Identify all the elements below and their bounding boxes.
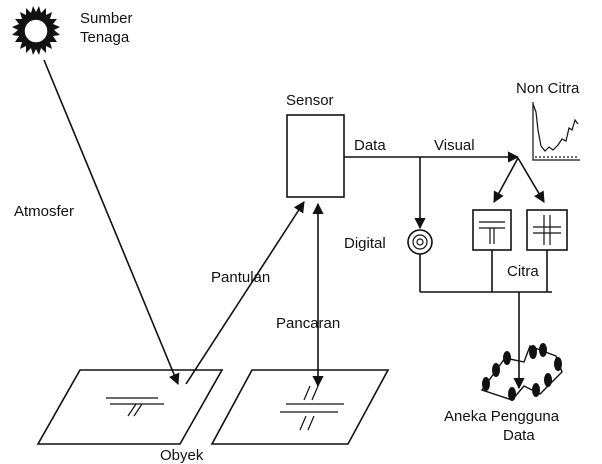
sensor-box (287, 115, 344, 197)
sensor-label: Sensor (286, 92, 334, 109)
energy-source-label-line1: Sumber (80, 10, 133, 27)
users-label-line2: Data (503, 427, 535, 444)
object-plate-1 (38, 370, 222, 444)
emission-label: Pancaran (276, 315, 340, 332)
visual-split-arrow-right (518, 158, 544, 202)
reflection-arrow (186, 202, 304, 384)
reflection-label: Pantulan (211, 269, 270, 286)
incoming-radiation-arrow (44, 60, 178, 384)
data-label: Data (354, 137, 386, 154)
sun-icon (12, 6, 60, 55)
digital-disk-icon (408, 230, 432, 254)
non-image-label: Non Citra (516, 80, 580, 97)
image-icon-1 (473, 210, 511, 250)
digital-label: Digital (344, 235, 386, 252)
object-label: Obyek (160, 447, 204, 464)
atmosphere-label: Atmosfer (14, 203, 74, 220)
visual-split-arrow-left (494, 158, 518, 202)
non-image-graph-icon (533, 102, 580, 160)
energy-source-label-line2: Tenaga (80, 29, 130, 46)
users-label-line1: Aneka Pengguna (444, 408, 560, 425)
image-icon-2 (527, 210, 567, 250)
visual-label: Visual (434, 137, 475, 154)
users-group-icon (482, 343, 562, 401)
object-plate-2 (212, 370, 388, 444)
image-label: Citra (507, 263, 539, 280)
